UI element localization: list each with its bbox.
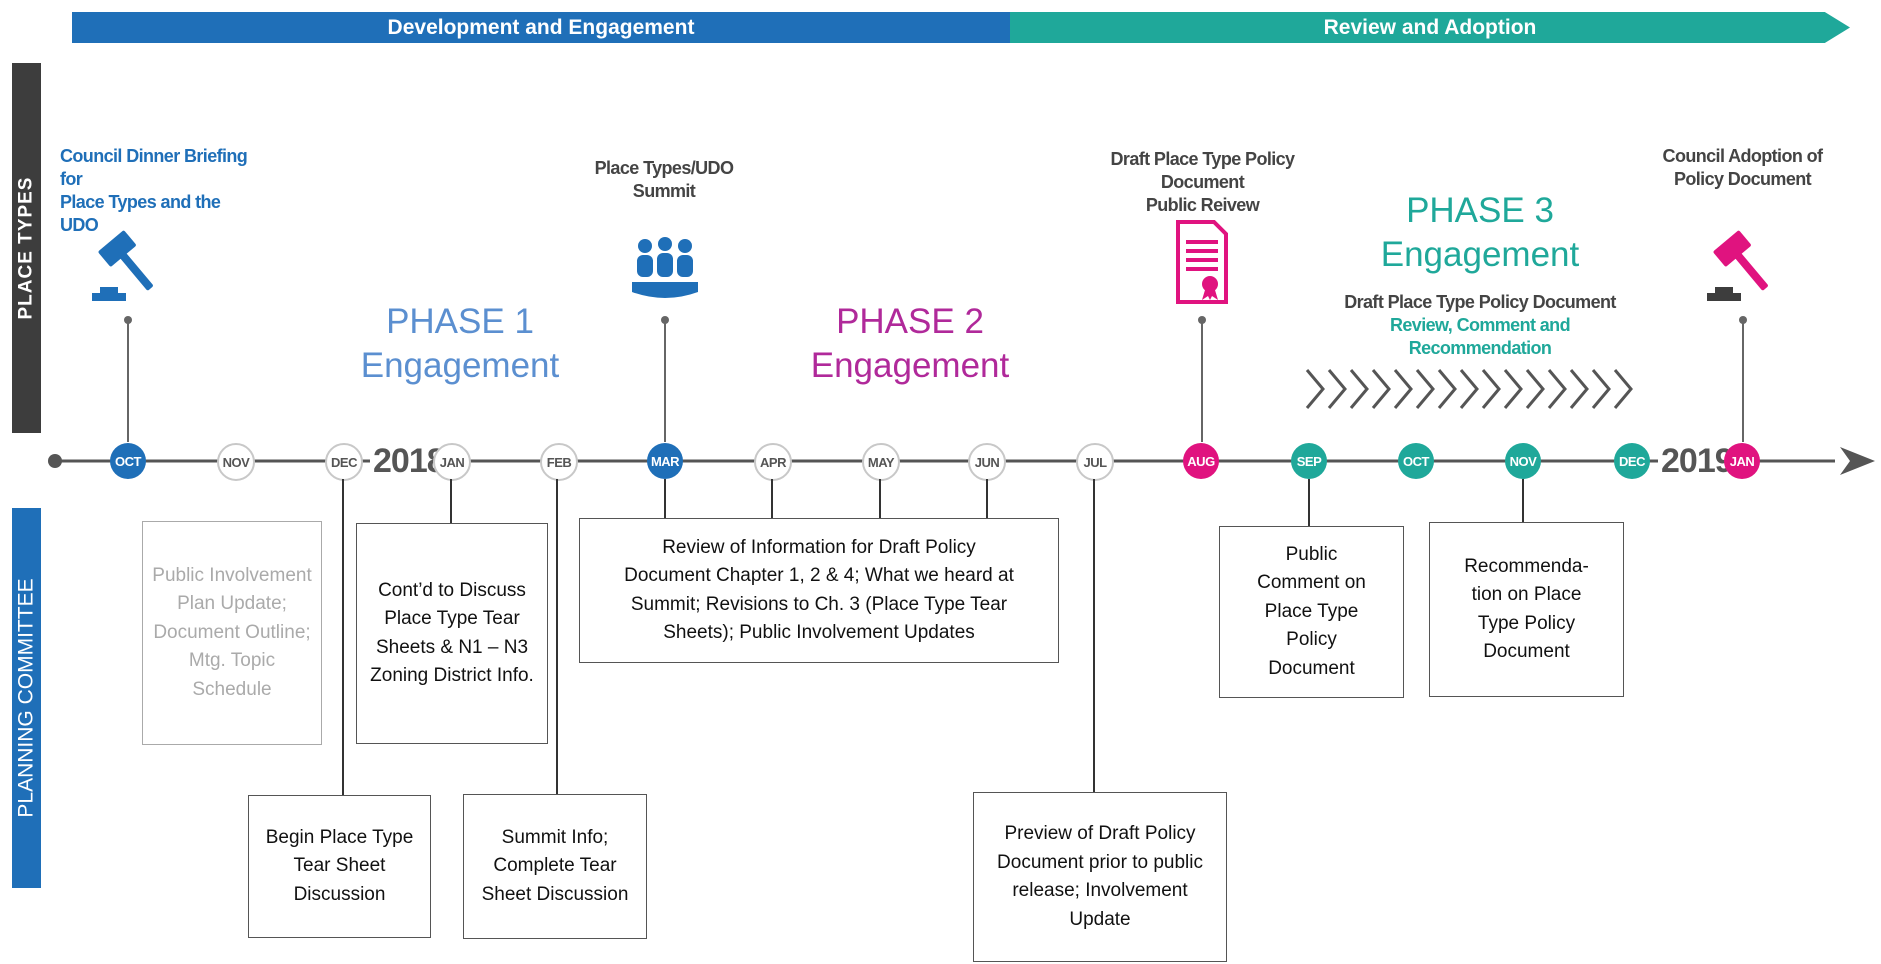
group-icon bbox=[632, 237, 698, 298]
month-jun: JUN bbox=[968, 443, 1006, 481]
month-dec: DEC bbox=[325, 443, 363, 481]
timeline-arrowhead bbox=[1840, 447, 1875, 475]
connector-jul bbox=[1093, 479, 1095, 792]
document-icon bbox=[1176, 220, 1228, 304]
note-jul: Preview of Draft Policy Document prior t… bbox=[973, 792, 1227, 962]
phase-1-subtitle: Engagement bbox=[360, 346, 560, 385]
connector-may bbox=[879, 479, 881, 519]
event-phase3-subtitle: Draft Place Type Policy Document Review,… bbox=[1335, 291, 1625, 360]
month-may: MAY bbox=[862, 443, 900, 481]
month-jul: JUL bbox=[1076, 443, 1114, 481]
connector-dec bbox=[342, 479, 344, 797]
month-oct: OCT bbox=[1398, 443, 1434, 479]
event-draft-review-line1: Draft Place Type Policy Document bbox=[1110, 149, 1296, 192]
month-aug: AUG bbox=[1183, 443, 1219, 479]
month-sep: SEP bbox=[1291, 443, 1327, 479]
banner-development: Development and Engagement bbox=[72, 12, 1010, 43]
month-feb: FEB bbox=[540, 443, 578, 481]
note-jan: Cont’d to Discuss Place Type Tear Sheets… bbox=[356, 523, 548, 744]
note-sep: Public Comment on Place Type Policy Docu… bbox=[1219, 526, 1404, 698]
banner-development-label: Development and Engagement bbox=[387, 15, 695, 39]
month-oct-2017: OCT bbox=[110, 443, 146, 479]
note-mar-jun: Review of Information for Draft Policy D… bbox=[579, 518, 1059, 663]
note-nov2: Recommenda-tion on Place Type Policy Doc… bbox=[1429, 522, 1624, 697]
connector-jun bbox=[986, 479, 988, 519]
phase-2-label: PHASE 2 Engagement bbox=[780, 300, 1040, 388]
stem-dot bbox=[124, 316, 132, 324]
event-summit: Place Types/UDO Summit bbox=[574, 157, 754, 203]
month-mar: MAR bbox=[647, 443, 683, 479]
stem-dot bbox=[1198, 316, 1206, 324]
month-jan: JAN bbox=[433, 443, 471, 481]
month-nov: NOV bbox=[217, 443, 255, 481]
connector-apr bbox=[771, 479, 773, 519]
event-summit-line2: Summit bbox=[632, 181, 696, 201]
note-dec: Begin Place Type Tear Sheet Discussion bbox=[248, 795, 431, 938]
note-nov: Public Involvement Plan Update; Document… bbox=[142, 521, 322, 745]
connector-feb bbox=[556, 479, 558, 797]
timeline-start-dot bbox=[48, 454, 62, 468]
event-summit-line1: Place Types/UDO bbox=[594, 158, 734, 178]
month-jan-2019: JAN bbox=[1724, 443, 1760, 479]
stem-dot bbox=[1739, 316, 1747, 324]
month-apr: APR bbox=[754, 443, 792, 481]
event-council-adoption-line1: Council Adoption of bbox=[1662, 146, 1823, 166]
banner-review: Review and Adoption bbox=[1010, 12, 1850, 43]
event-council-dinner-line1: Council Dinner Briefing for bbox=[60, 146, 248, 189]
stem-draft-review bbox=[1201, 320, 1203, 442]
event-council-dinner: Council Dinner Briefing for Place Types … bbox=[60, 145, 250, 237]
connector-mar bbox=[664, 479, 666, 519]
sidebar-place-types: PLACE TYPES bbox=[12, 63, 41, 433]
connector-nov2 bbox=[1522, 479, 1524, 523]
connector-jan bbox=[450, 479, 452, 523]
phase-2-title: PHASE 2 bbox=[836, 302, 984, 341]
stem-dot bbox=[661, 316, 669, 324]
event-phase3-subtitle-line1: Draft Place Type Policy Document bbox=[1344, 292, 1616, 312]
event-draft-review-line2: Public Reivew bbox=[1145, 195, 1260, 215]
month-dec-2018: DEC bbox=[1614, 443, 1650, 479]
sidebar-planning-committee: PLANNING COMMITTEE bbox=[12, 508, 41, 888]
event-council-dinner-line2: Place Types and the UDO bbox=[60, 192, 221, 235]
event-council-adoption-line2: Policy Document bbox=[1673, 169, 1812, 189]
phase-3-title: PHASE 3 bbox=[1406, 191, 1554, 230]
year-2019: 2019 bbox=[1658, 442, 1736, 481]
connector-sep bbox=[1308, 479, 1310, 527]
event-council-adoption: Council Adoption of Policy Document bbox=[1655, 145, 1830, 191]
stem-council-dinner bbox=[127, 320, 129, 442]
banner-review-label: Review and Adoption bbox=[1323, 15, 1537, 39]
stem-summit bbox=[664, 320, 666, 442]
chevron-arrows-icon bbox=[1305, 369, 1633, 409]
phase-3-subtitle: Engagement bbox=[1380, 235, 1580, 274]
stem-council-adoption bbox=[1742, 320, 1744, 442]
event-phase3-subtitle-line2: Review, Comment and Recommendation bbox=[1390, 315, 1571, 358]
phase-1-label: PHASE 1 Engagement bbox=[330, 300, 590, 388]
event-draft-review: Draft Place Type Policy Document Public … bbox=[1085, 148, 1320, 217]
note-feb: Summit Info; Complete Tear Sheet Discuss… bbox=[463, 794, 647, 939]
phase-1-title: PHASE 1 bbox=[386, 302, 534, 341]
phase-2-subtitle: Engagement bbox=[810, 346, 1010, 385]
gavel-icon bbox=[92, 230, 153, 301]
phase-3-label: PHASE 3 Engagement bbox=[1350, 189, 1610, 277]
month-nov-2018: NOV bbox=[1505, 443, 1541, 479]
gavel-icon bbox=[1707, 230, 1768, 301]
